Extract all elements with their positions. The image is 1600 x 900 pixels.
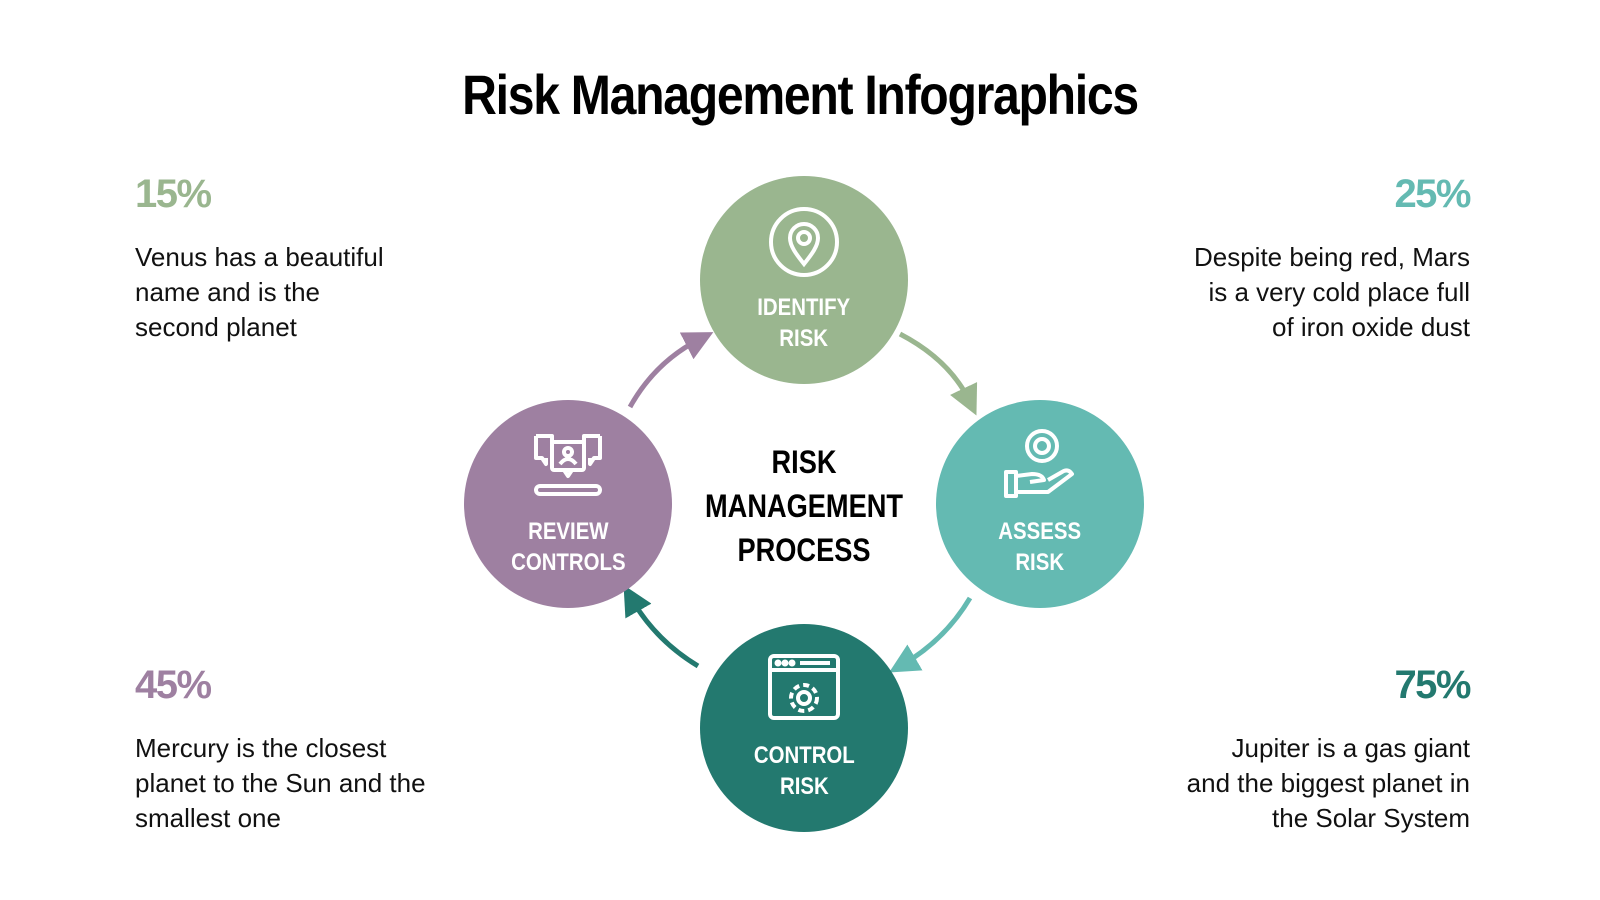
stat-line: planet to the Sun and the — [135, 768, 426, 798]
stat-value: 15% — [135, 172, 212, 216]
center-process-label: RISK MANAGEMENT PROCESS — [705, 444, 903, 568]
stat-value: 75% — [1394, 663, 1471, 707]
node-assess-risk: ASSESS RISK — [936, 400, 1144, 608]
node-control-risk: CONTROL RISK — [700, 624, 908, 832]
hand-coin-icon — [1000, 426, 1080, 506]
arrow-control-to-review — [623, 584, 700, 669]
stat-line: name and is the — [135, 277, 321, 307]
page-title: Risk Management Infographics — [462, 63, 1139, 126]
stat-line: of iron oxide dust — [1271, 312, 1470, 342]
stat-value: 45% — [135, 663, 212, 707]
arrow-assess-to-control — [889, 596, 973, 673]
stat-line: is a very cold place full — [1208, 277, 1470, 307]
arrow-identify-to-assess — [898, 331, 978, 416]
stat-line: Mercury is the closest — [135, 733, 387, 763]
stat-top-right: 25% Despite being red, Mars is a very co… — [1140, 172, 1472, 345]
stat-bottom-right: 75% Jupiter is a gas giant and the bigge… — [1120, 663, 1472, 836]
stat-value: 25% — [1394, 172, 1471, 216]
stat-bottom-left: 45% Mercury is the closest planet to the… — [135, 663, 475, 836]
stat-line: the Solar System — [1272, 803, 1470, 833]
stat-description: Mercury is the closest planet to the Sun… — [135, 731, 475, 836]
browser-gear-icon — [764, 650, 844, 730]
node-label: ASSESS RISK — [998, 518, 1082, 576]
chat-user-icon — [528, 426, 608, 506]
stat-description: Venus has a beautiful name and is the se… — [135, 240, 465, 345]
stat-line: and the biggest planet in — [1186, 768, 1470, 798]
node-label: IDENTIFY RISK — [757, 294, 851, 352]
location-pin-icon — [764, 202, 844, 282]
node-identify-risk: IDENTIFY RISK — [700, 176, 908, 384]
node-review-controls: REVIEW CONTROLS — [464, 400, 672, 608]
arrow-review-to-identify — [627, 332, 714, 409]
stat-line: Venus has a beautiful — [135, 242, 384, 272]
node-label: CONTROL RISK — [753, 742, 855, 800]
node-label: REVIEW CONTROLS — [510, 518, 626, 576]
stat-line: second planet — [135, 312, 297, 342]
stat-line: smallest one — [135, 803, 281, 833]
stat-description: Despite being red, Mars is a very cold p… — [1140, 240, 1470, 345]
stat-line: Despite being red, Mars — [1193, 242, 1470, 272]
stat-top-left: 15% Venus has a beautiful name and is th… — [135, 172, 465, 345]
stat-line: Jupiter is a gas giant — [1231, 733, 1470, 763]
stat-description: Jupiter is a gas giant and the biggest p… — [1120, 731, 1470, 836]
